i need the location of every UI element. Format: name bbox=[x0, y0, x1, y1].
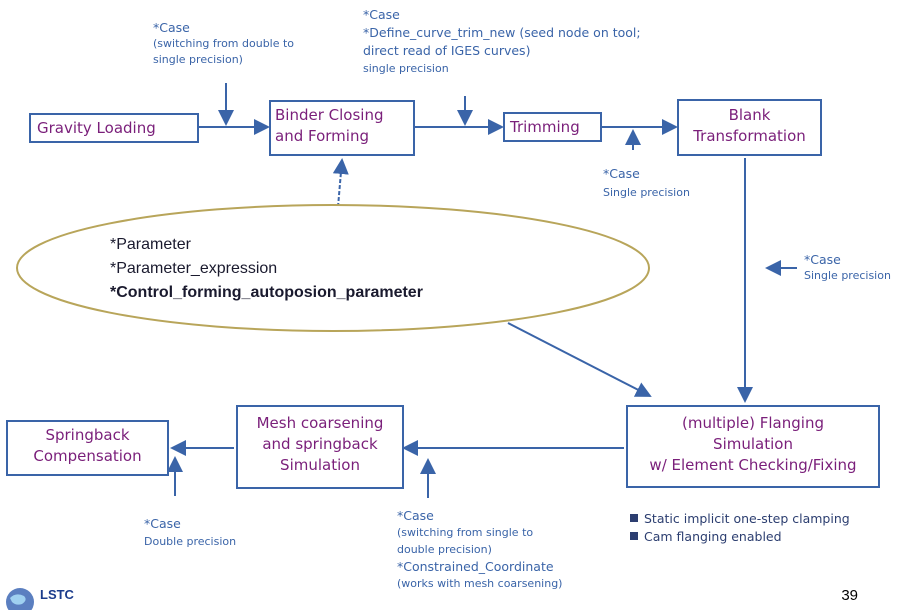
box-label: Simulation bbox=[713, 435, 793, 453]
box-label: Mesh coarsening bbox=[256, 414, 384, 432]
box-label: Springback bbox=[45, 426, 130, 444]
arrow-ellipse-to-flanging bbox=[507, 322, 652, 397]
logo-text: LSTC bbox=[40, 587, 74, 602]
feature-bullets: Static implicit one-step clamping Cam fl… bbox=[630, 510, 850, 546]
box-label: (multiple) Flanging bbox=[682, 414, 824, 432]
box-label: Simulation bbox=[280, 456, 360, 474]
box-label: and Forming bbox=[275, 127, 369, 145]
box-gravity-loading: Gravity Loading bbox=[29, 113, 199, 143]
box-label: Trimming bbox=[510, 118, 580, 136]
square-bullet-icon bbox=[630, 532, 638, 540]
box-flanging-simulation: (multiple) Flanging Simulation w/ Elemen… bbox=[626, 405, 880, 488]
lstc-logo bbox=[6, 588, 34, 610]
note-case-top-left: *Case (switching from double to single p… bbox=[153, 20, 295, 66]
box-label: Binder Closing bbox=[275, 106, 384, 124]
box-binder-closing: Binder Closing and Forming bbox=[269, 100, 415, 156]
parameter-item: *Parameter_expression bbox=[110, 260, 278, 277]
arrow-ellipse-to-binder bbox=[332, 158, 349, 208]
box-label: Transformation bbox=[693, 127, 806, 145]
parameter-ellipse bbox=[16, 204, 650, 332]
box-label: Gravity Loading bbox=[37, 119, 156, 137]
page-number: 39 bbox=[841, 587, 858, 604]
parameter-list: *Parameter *Parameter_expression *Contro… bbox=[110, 233, 423, 305]
box-label: Blank bbox=[728, 106, 771, 124]
note-case-bottom-mid: *Case (switching from single to double p… bbox=[397, 508, 563, 590]
box-trimming: Trimming bbox=[503, 112, 602, 142]
bullet-item: Static implicit one-step clamping bbox=[630, 510, 850, 528]
box-label: Compensation bbox=[33, 447, 142, 465]
parameter-item: *Parameter bbox=[110, 236, 191, 253]
parameter-item: *Control_forming_autoposion_parameter bbox=[110, 284, 423, 301]
note-case-right: *Case Single precision bbox=[804, 252, 891, 282]
box-mesh-coarsening: Mesh coarsening and springback Simulatio… bbox=[236, 405, 404, 489]
box-blank-transformation: Blank Transformation bbox=[677, 99, 822, 156]
note-case-trim: *Case Single precision bbox=[603, 166, 690, 199]
square-bullet-icon bbox=[630, 514, 638, 522]
box-springback-compensation: Springback Compensation bbox=[6, 420, 169, 476]
box-label: and springback bbox=[262, 435, 378, 453]
bullet-item: Cam flanging enabled bbox=[630, 528, 850, 546]
note-case-bottom-left: *Case Double precision bbox=[144, 516, 237, 548]
box-label: w/ Element Checking/Fixing bbox=[649, 456, 857, 474]
note-case-top-mid: *Case *Define_curve_trim_new (seed node … bbox=[363, 7, 641, 75]
